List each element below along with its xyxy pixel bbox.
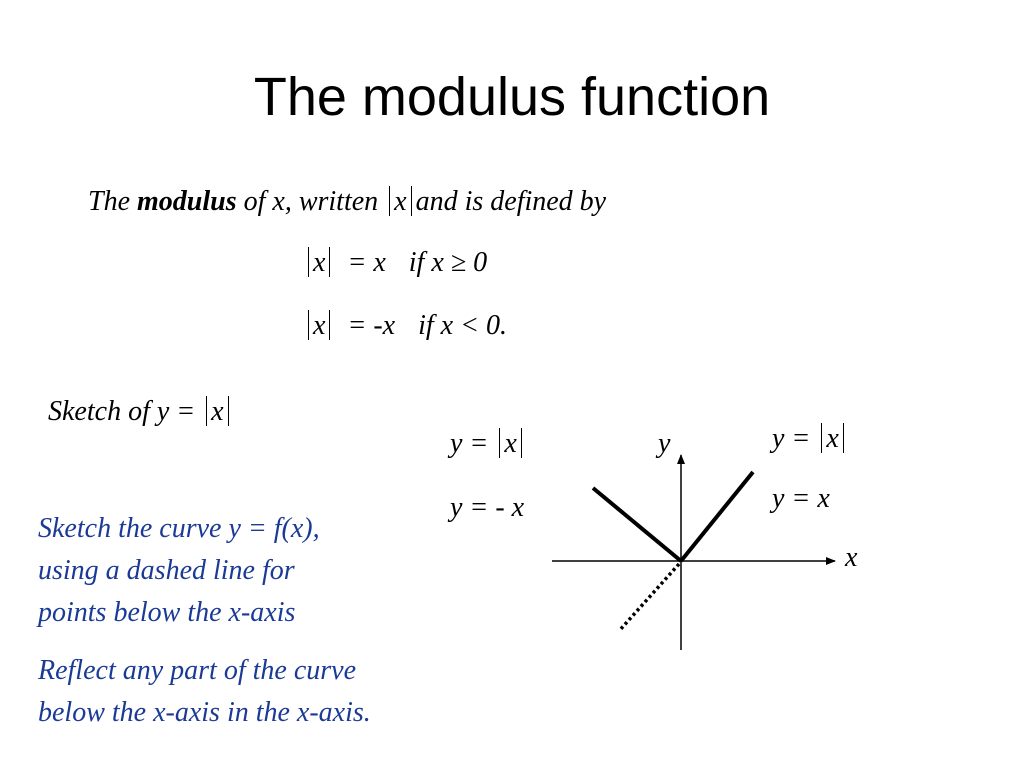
instruction-line: points below the x-axis: [38, 597, 296, 628]
abs-bar-left: [499, 428, 501, 458]
label-var: x: [504, 428, 517, 459]
definition-bold-term: modulus: [137, 186, 237, 217]
instruction-block-1: Sketch the curve y = f(x), using a dashe…: [38, 508, 320, 634]
line-y-equals-x: [679, 470, 755, 563]
sketch-label-var: x: [211, 396, 224, 427]
instruction-line: Sketch the curve y = f(x),: [38, 513, 320, 544]
case-rhs: = x: [347, 247, 386, 278]
case-rhs: = -x: [347, 310, 396, 341]
axis-y-label: y: [658, 428, 671, 459]
dotted-line-below-axis: [617, 562, 681, 633]
definition-var: x: [394, 186, 407, 217]
abs-bar-right: [842, 423, 844, 453]
case-var: x: [313, 310, 326, 341]
abs-bar-left: [821, 423, 823, 453]
axis-x-label: x: [845, 542, 858, 573]
graph-left-label-1: y = x: [450, 428, 526, 460]
abs-bar-left: [389, 186, 391, 216]
definition-mid: of x, written: [236, 186, 386, 217]
abs-bar-right: [329, 310, 331, 340]
case-1: x = x if x ≥ 0: [304, 247, 487, 279]
sketch-label: Sketch of y = x: [48, 396, 233, 428]
label-pre: y =: [450, 428, 489, 459]
definition-line: The modulus of x, written x and is define…: [88, 186, 606, 218]
abs-bar-left: [308, 247, 309, 277]
sketch-label-pre: Sketch of y =: [48, 396, 196, 427]
abs-bar-right: [410, 186, 412, 216]
abs-bar-left: [308, 310, 309, 340]
abs-bar-left: [206, 396, 208, 426]
graph-left-label-2: y = - x: [450, 492, 525, 523]
graph-right-label-1: y = x: [772, 423, 848, 455]
label-var: x: [826, 423, 839, 454]
case-cond: if x ≥ 0: [408, 247, 488, 278]
case-var: x: [313, 247, 326, 278]
case-2: x = -x if x < 0.: [304, 310, 507, 342]
instruction-line: Reflect any part of the curve: [38, 655, 356, 686]
line-y-equals-neg-x: [591, 486, 683, 563]
instruction-line: using a dashed line for: [38, 555, 295, 586]
slide-title: The modulus function: [253, 67, 771, 127]
definition-post: and is defined by: [415, 186, 607, 217]
label-pre: y =: [772, 423, 811, 454]
abs-bar-right: [227, 396, 229, 426]
instruction-line: below the x-axis in the x-axis.: [38, 697, 371, 728]
abs-bar-right: [520, 428, 522, 458]
abs-bar-right: [329, 247, 331, 277]
case-cond: if x < 0.: [418, 310, 507, 341]
instruction-block-2: Reflect any part of the curve below the …: [38, 650, 371, 734]
definition-pre: The: [88, 186, 137, 217]
graph-right-label-2: y = x: [772, 483, 830, 514]
